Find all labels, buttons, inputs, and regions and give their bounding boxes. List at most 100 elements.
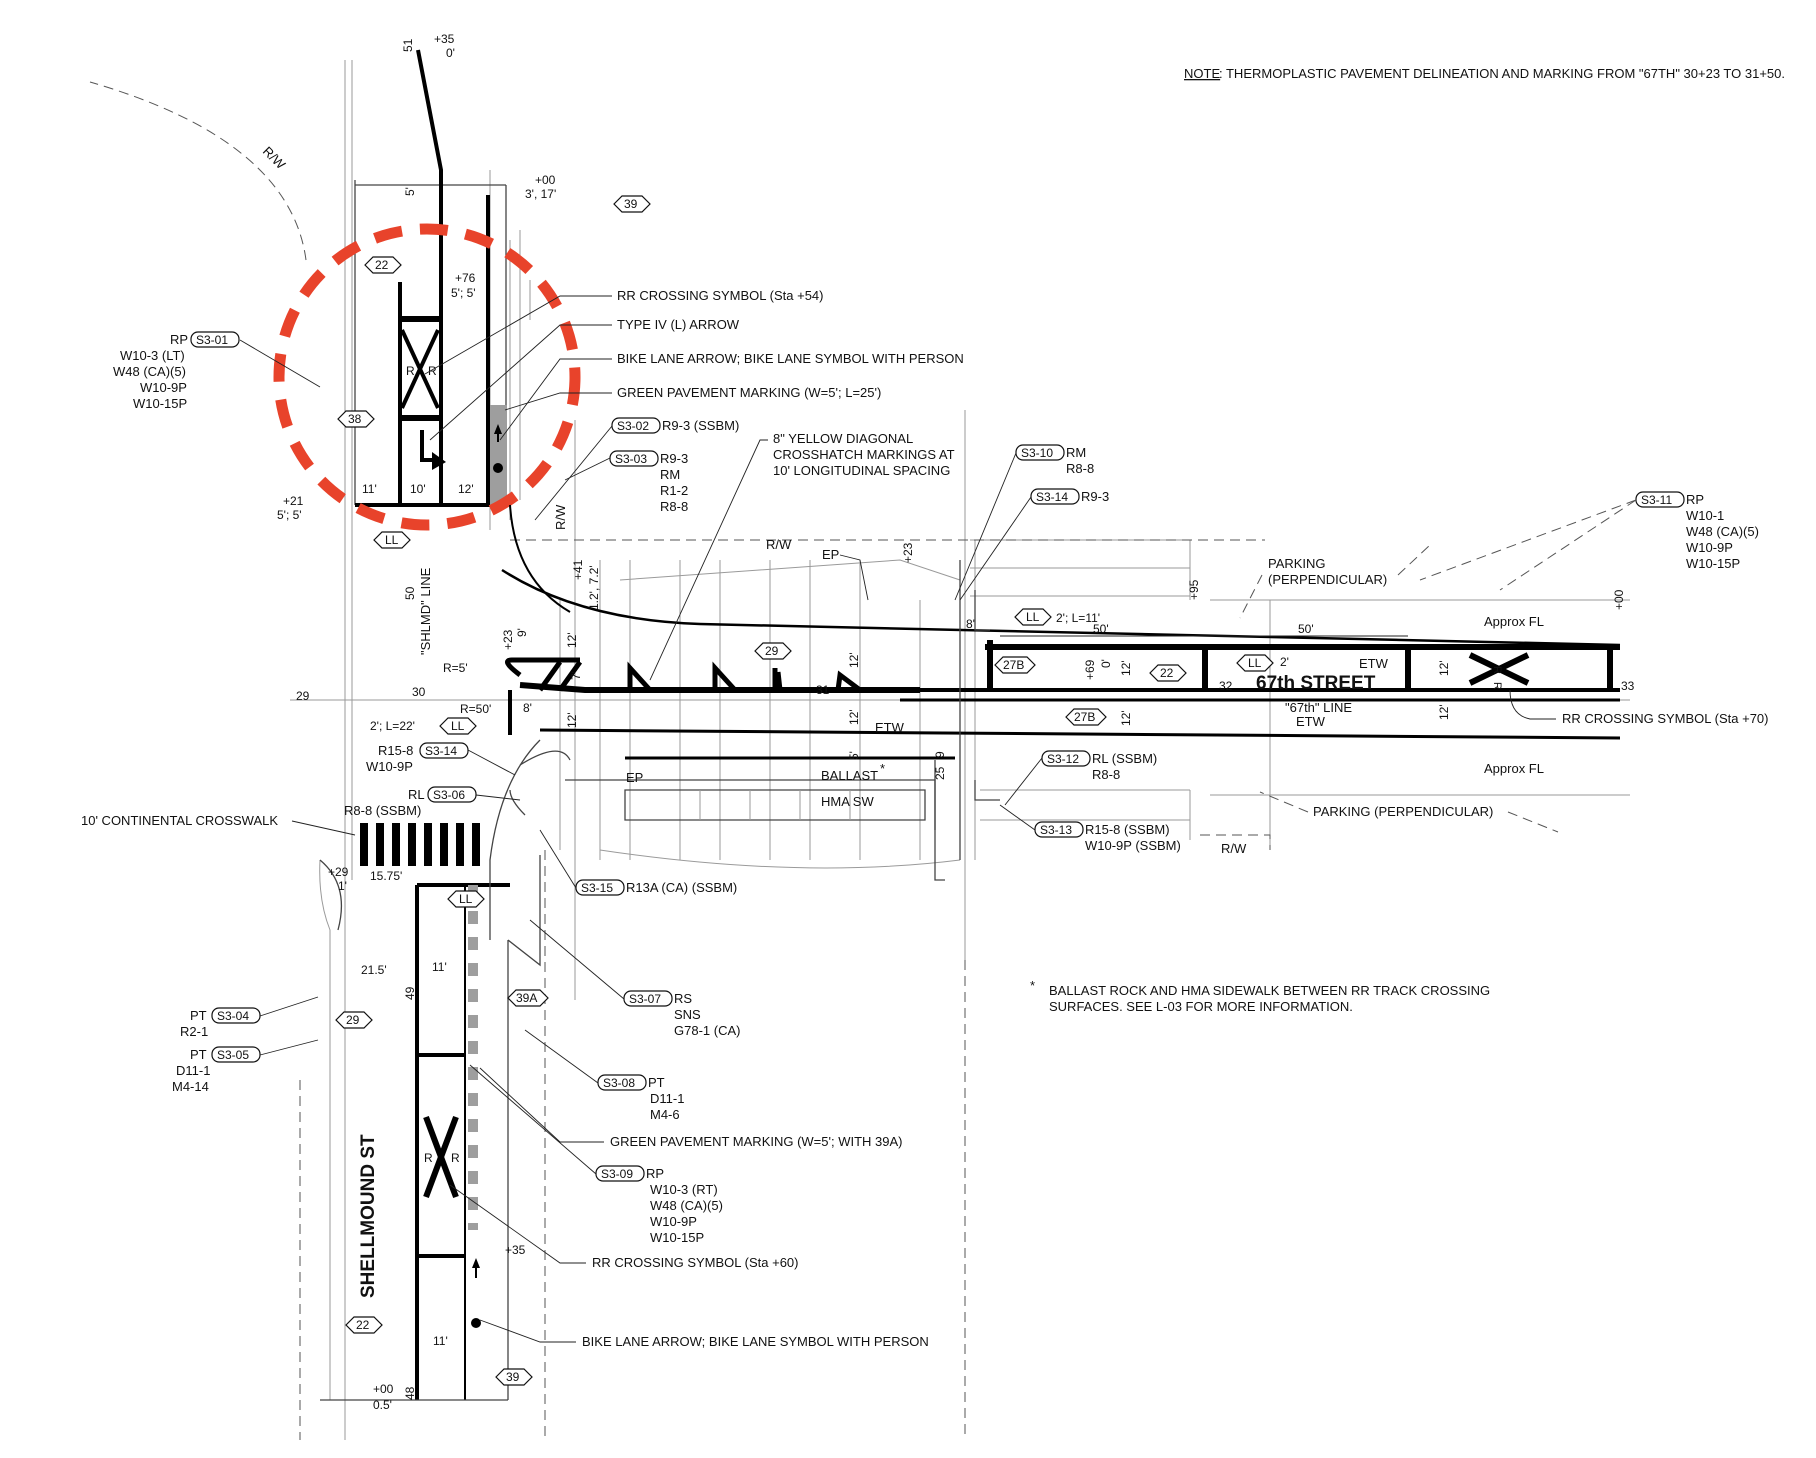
s3-04-prefix: PT <box>190 1008 207 1023</box>
s3-07-item-1: RS <box>674 991 692 1006</box>
bike-symbol-south <box>471 1318 481 1328</box>
s3-14-top-item-1: R9-3 <box>1081 489 1109 504</box>
tag-39-south: 39 <box>506 1370 520 1384</box>
dim-11-north: 11' <box>362 482 377 496</box>
s3-06-item-1: R8-8 (SSBM) <box>344 803 421 818</box>
dim-11-south-a: 11' <box>432 960 447 974</box>
s3-12-item-1: RL (SSBM) <box>1092 751 1157 766</box>
sta-plus-35-south: +35 <box>505 1243 526 1257</box>
ballast-note-2: SURFACES. SEE L-03 FOR MORE INFORMATION. <box>1049 999 1353 1014</box>
s3-05-tag: S3-05 <box>217 1048 249 1062</box>
approx-fl-north: Approx FL <box>1484 614 1544 629</box>
tag-ll-south: LL <box>459 892 473 906</box>
rr-letter-south-r: R <box>451 1151 460 1165</box>
bike-arrow-north <box>494 424 502 434</box>
sta-51: 51 <box>401 38 415 52</box>
street-label-shellmound: SHELLMOUND ST <box>358 1134 379 1298</box>
dim-21-5: 21.5' <box>361 963 387 977</box>
background-linework <box>89 60 1630 1440</box>
dim-8-west: 8' <box>523 701 532 715</box>
sta-48: 48 <box>403 1386 417 1400</box>
rw-label-south: R/W <box>1221 841 1247 856</box>
etw-label-67th-line: ETW <box>1296 714 1326 729</box>
dim-12-a: 12' <box>565 632 579 648</box>
sta-5-5-b: 5'; 5' <box>277 508 302 522</box>
shellmound-north-leg: R R <box>354 49 531 507</box>
sta-plus-00-north: +00 <box>535 173 556 187</box>
dim-9-east: 9 <box>933 751 947 758</box>
tag-22-top: 22 <box>375 258 389 272</box>
dim-11-south-b: 11' <box>433 1334 448 1348</box>
tag-ll-west: LL <box>451 719 465 733</box>
callout-crosshatch-1: 8" YELLOW DIAGONAL <box>773 431 913 446</box>
sign-tags: RP S3-01 W10-3 (LT) W48 (CA)(5) W10-9P W… <box>113 331 1759 1245</box>
sta-plus-21: +21 <box>283 494 304 508</box>
misc-labels: R/W R/W R/W R/W EP EP ETW ETW ETW "67th"… <box>260 32 1635 1412</box>
tag-22-east: 22 <box>1160 666 1174 680</box>
tag-29-crosshatch: 29 <box>765 644 779 658</box>
s3-10-item-1: RM <box>1066 445 1086 460</box>
s3-09-item-4: W10-9P <box>650 1214 697 1229</box>
s3-07-item-3: G78-1 (CA) <box>674 1023 740 1038</box>
dim-12-north: 12' <box>458 482 474 496</box>
s3-14-west-prefix: R15-8 <box>378 743 413 758</box>
dim-12-f: 12' <box>1119 710 1133 726</box>
s3-11-item-3: W48 (CA)(5) <box>1686 524 1759 539</box>
rr-letter-east-1: R <box>1491 666 1503 674</box>
radius-50: R=50' <box>460 702 491 716</box>
note-prefix: NOTE <box>1184 66 1220 81</box>
street-label-67th: 67th STREET <box>1256 673 1376 694</box>
s3-07-tag: S3-07 <box>629 992 661 1006</box>
s3-11-item-1: RP <box>1686 492 1704 507</box>
callout-rr-symbol-60: RR CROSSING SYMBOL (Sta +60) <box>592 1255 799 1270</box>
s3-12-tag: S3-12 <box>1047 752 1079 766</box>
ep-label-north: EP <box>822 547 839 562</box>
s3-01-item-4: W10-15P <box>133 396 187 411</box>
rw-label-north: R/W <box>553 504 568 530</box>
s3-09-item-1: RP <box>646 1166 664 1181</box>
dim-7-a: 7' <box>569 671 583 680</box>
s3-08-item-3: M4-6 <box>650 1107 680 1122</box>
dim-15-75: 15.75' <box>370 869 402 883</box>
bike-arrow-south <box>472 1258 480 1268</box>
rr-letter-north-l: R <box>406 364 415 378</box>
s3-08-item-1: PT <box>648 1075 665 1090</box>
etw-label-east: ETW <box>1359 656 1389 671</box>
green-marking-north <box>490 405 507 505</box>
dim-12-g: 12' <box>1437 660 1451 676</box>
sta-plus-95: +95 <box>1187 579 1201 600</box>
s3-03-item-2: RM <box>660 467 680 482</box>
rw-label-nw: R/W <box>260 144 289 173</box>
sta-plus-69: +69 <box>1083 659 1097 680</box>
callout-continental: 10' CONTINENTAL CROSSWALK <box>81 813 278 828</box>
tag-38: 38 <box>348 412 362 426</box>
s3-04-tag: S3-04 <box>217 1009 249 1023</box>
tag-ll-east-top: LL <box>1026 610 1040 624</box>
s3-02-item-1: R9-3 (SSBM) <box>662 418 739 433</box>
dim-5-west: 5' <box>847 751 861 760</box>
s3-10-tag: S3-10 <box>1021 446 1053 460</box>
dim-10-north: 10' <box>410 482 426 496</box>
rw-label-67th: R/W <box>766 537 792 552</box>
tag-22-south: 22 <box>356 1318 370 1332</box>
type-iv-left-arrow <box>420 430 432 462</box>
ll-2-22: 2'; L=22' <box>370 719 415 733</box>
etw-label-west: ETW <box>875 720 905 735</box>
dim-12-c: 12' <box>847 652 861 668</box>
sta-plus-23-east: +23 <box>901 542 915 563</box>
s3-13-item-2: W10-9P (SSBM) <box>1085 838 1181 853</box>
dim-1-south: 1' <box>338 879 347 893</box>
dim-12-d: 12' <box>847 709 861 725</box>
s3-01-prefix: RP <box>170 332 188 347</box>
approx-fl-south: Approx FL <box>1484 761 1544 776</box>
note-text: : THERMOPLASTIC PAVEMENT DELINEATION AND… <box>1219 66 1785 81</box>
sta-33: 33 <box>1621 679 1635 693</box>
ballast-star: * <box>880 761 885 776</box>
s3-11-item-5: W10-15P <box>1686 556 1740 571</box>
sta-plus-41: +41 <box>571 559 585 580</box>
tag-39a: 39A <box>516 991 537 1005</box>
sta-plus-23-west: +23 <box>501 629 515 650</box>
s3-04-item-1: R2-1 <box>180 1024 208 1039</box>
sta-plus-29: +29 <box>328 865 349 879</box>
s3-02-tag: S3-02 <box>617 419 649 433</box>
